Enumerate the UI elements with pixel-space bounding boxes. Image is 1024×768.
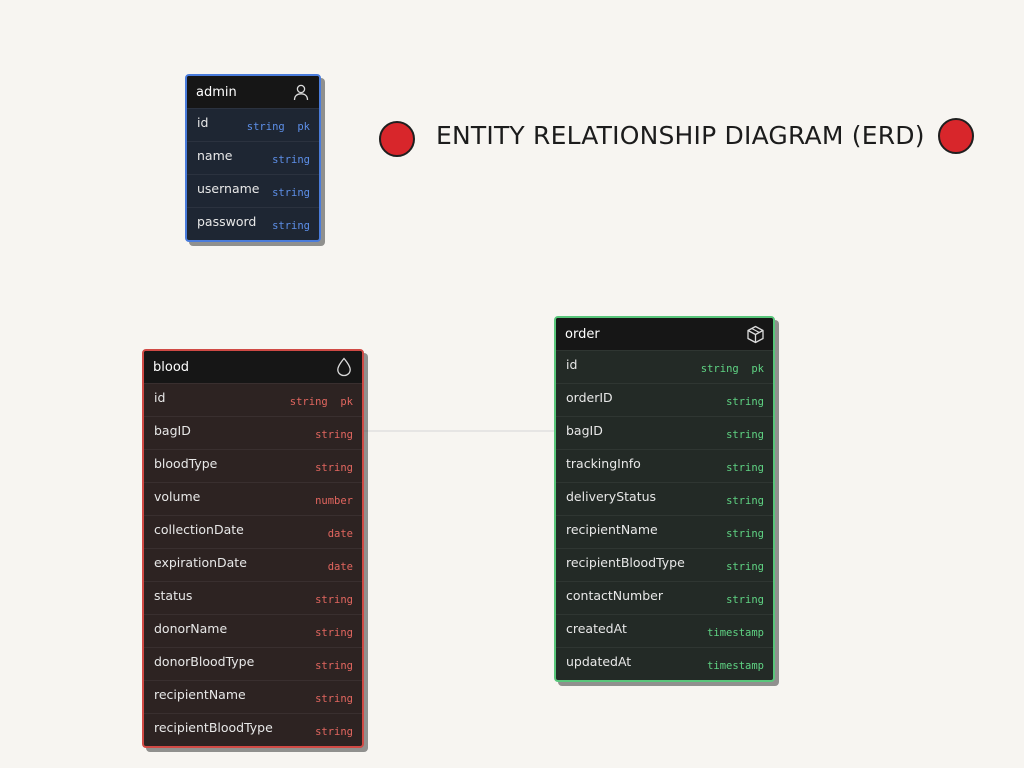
field-name: bloodType: [154, 455, 218, 471]
entity-header: blood: [144, 351, 362, 383]
entity-blood[interactable]: blood id string pk bagID string bloodType str…: [142, 349, 364, 748]
field-row[interactable]: name string: [187, 141, 319, 174]
field-name: recipientBloodType: [566, 554, 685, 570]
user-icon: [291, 82, 311, 102]
field-name: volume: [154, 488, 201, 504]
field-name: recipientBloodType: [154, 719, 273, 735]
field-row[interactable]: collectionDate date: [144, 515, 362, 548]
field-name: updatedAt: [566, 653, 632, 669]
field-row[interactable]: recipientBloodType string: [556, 548, 773, 581]
field-name: collectionDate: [154, 521, 244, 537]
droplet-icon: [334, 357, 354, 377]
field-name: bagID: [566, 422, 603, 438]
field-row[interactable]: contactNumber string: [556, 581, 773, 614]
entity-admin[interactable]: admin id string pk name string username strin…: [185, 74, 321, 242]
field-row[interactable]: password string: [187, 207, 319, 240]
entity-header: order: [556, 318, 773, 350]
field-type: string: [315, 693, 353, 705]
field-type: date: [327, 561, 353, 573]
field-row[interactable]: expirationDate date: [144, 548, 362, 581]
field-name: id: [197, 114, 209, 130]
field-row[interactable]: donorBloodType string: [144, 647, 362, 680]
field-row[interactable]: id string pk: [144, 383, 362, 416]
field-type: string: [315, 627, 353, 639]
field-type: string: [726, 561, 764, 573]
field-type: string: [726, 495, 764, 507]
field-name: username: [197, 180, 260, 196]
field-name: password: [197, 213, 257, 229]
field-type: string pk: [700, 363, 764, 375]
field-type: string: [315, 594, 353, 606]
field-type: string pk: [246, 121, 310, 133]
field-name: status: [154, 587, 193, 603]
field-name: orderID: [566, 389, 613, 405]
field-type: timestamp: [707, 660, 764, 672]
field-name: trackingInfo: [566, 455, 641, 471]
field-type: string: [315, 462, 353, 474]
field-name: deliveryStatus: [566, 488, 657, 504]
field-row[interactable]: updatedAt timestamp: [556, 647, 773, 680]
field-name: contactNumber: [566, 587, 663, 603]
field-type: string: [726, 396, 764, 408]
field-name: donorBloodType: [154, 653, 255, 669]
entity-name: order: [565, 326, 600, 342]
field-type: timestamp: [707, 627, 764, 639]
title-dot-right: [938, 118, 974, 154]
field-type: string pk: [289, 396, 353, 408]
field-name: name: [197, 147, 233, 163]
field-row[interactable]: trackingInfo string: [556, 449, 773, 482]
field-type: number: [315, 495, 353, 507]
entity-header: admin: [187, 76, 319, 108]
field-name: expirationDate: [154, 554, 247, 570]
field-list: id string pk bagID string bloodType string vol…: [144, 383, 362, 746]
diagram-title: ENTITY RELATIONSHIP DIAGRAM (ERD): [436, 121, 925, 150]
field-row[interactable]: username string: [187, 174, 319, 207]
field-name: bagID: [154, 422, 191, 438]
field-type: string: [315, 726, 353, 738]
field-type: string: [315, 429, 353, 441]
field-name: recipientName: [566, 521, 658, 537]
field-row[interactable]: volume number: [144, 482, 362, 515]
field-type: string: [726, 594, 764, 606]
entity-name: blood: [153, 359, 190, 375]
field-name: id: [566, 356, 578, 372]
entity-name: admin: [196, 84, 237, 100]
field-row[interactable]: id string pk: [187, 108, 319, 141]
field-type: string: [726, 462, 764, 474]
field-type: string: [726, 528, 764, 540]
field-row[interactable]: recipientName string: [144, 680, 362, 713]
field-row[interactable]: bagID string: [556, 416, 773, 449]
field-name: recipientName: [154, 686, 246, 702]
box-icon: [745, 324, 765, 344]
field-row[interactable]: recipientBloodType string: [144, 713, 362, 746]
title-dot-left: [379, 121, 415, 157]
entity-order[interactable]: order id string pk orderID string bagID strin…: [554, 316, 775, 682]
field-row[interactable]: bloodType string: [144, 449, 362, 482]
field-name: createdAt: [566, 620, 627, 636]
field-type: string: [726, 429, 764, 441]
field-type: string: [315, 660, 353, 672]
field-type: date: [327, 528, 353, 540]
field-row[interactable]: recipientName string: [556, 515, 773, 548]
field-row[interactable]: deliveryStatus string: [556, 482, 773, 515]
field-row[interactable]: bagID string: [144, 416, 362, 449]
field-type: string: [272, 220, 310, 232]
field-row[interactable]: createdAt timestamp: [556, 614, 773, 647]
field-row[interactable]: id string pk: [556, 350, 773, 383]
field-row[interactable]: donorName string: [144, 614, 362, 647]
field-name: id: [154, 389, 166, 405]
field-name: donorName: [154, 620, 228, 636]
field-row[interactable]: orderID string: [556, 383, 773, 416]
field-type: string: [272, 187, 310, 199]
field-row[interactable]: status string: [144, 581, 362, 614]
field-type: string: [272, 154, 310, 166]
